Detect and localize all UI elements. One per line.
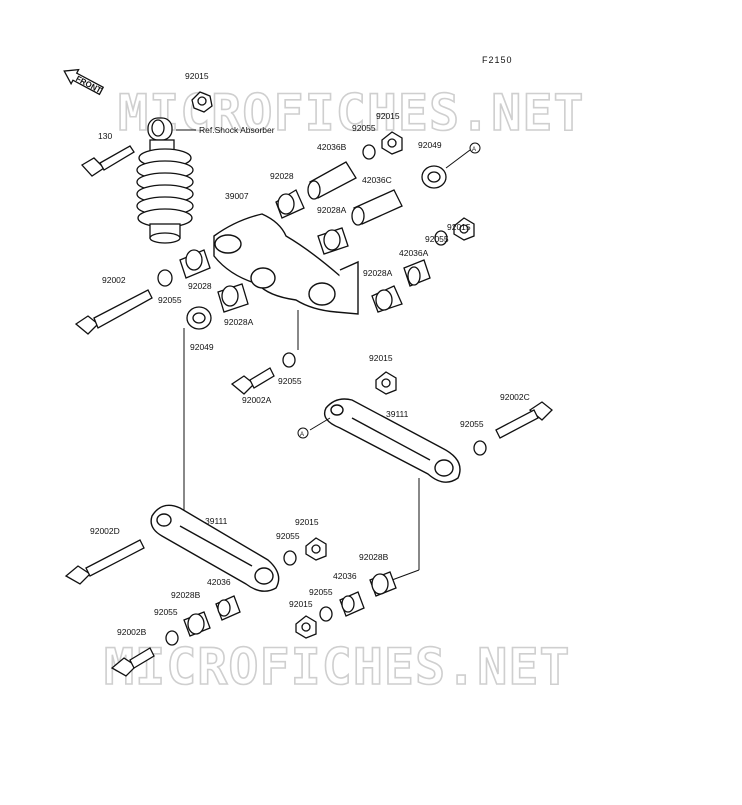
washer-92055-rr xyxy=(473,440,487,456)
bolt-92002B xyxy=(110,647,155,677)
label-42036C: 42036C xyxy=(362,175,392,185)
label-92049-right: 92049 xyxy=(418,140,442,150)
collar-92028B-left xyxy=(183,611,211,637)
washer-92055-top xyxy=(362,144,376,160)
label-92055-rr: 92055 xyxy=(460,419,484,429)
collar-92028B-right xyxy=(369,571,397,597)
label-92002C: 92002C xyxy=(500,392,530,402)
bolt-92002C xyxy=(495,401,553,439)
callout-a-top-label: A xyxy=(472,147,476,153)
label-92015-tr: 92015 xyxy=(376,111,400,121)
callout-a-mid-label: A xyxy=(300,432,304,438)
label-92028A-r: 92028A xyxy=(363,268,393,278)
sleeve-42036C xyxy=(351,189,403,226)
watermark-top: MICROFICHES.NET xyxy=(118,84,585,142)
label-92002D: 92002D xyxy=(90,526,120,536)
label-39111-left: 39111 xyxy=(205,516,228,526)
bolt-92002 xyxy=(74,289,153,335)
label-92015-b: 92015 xyxy=(289,599,313,609)
collar-92028A-mid xyxy=(317,227,349,255)
label-92028B-right: 92028B xyxy=(359,552,389,562)
label-92028B-left: 92028B xyxy=(171,590,201,600)
sleeve-42036-b xyxy=(339,591,365,617)
label-92055-b: 92055 xyxy=(309,587,333,597)
nut-92015-mid xyxy=(375,371,397,395)
part-labels: 92015 130 92002 92055 92028 92049 92028A… xyxy=(90,71,530,637)
bolt-92002D xyxy=(64,539,145,585)
label-92015-lower: 92015 xyxy=(295,517,319,527)
label-92015-mid: 92015 xyxy=(369,353,393,363)
label-92055-top: 92055 xyxy=(352,123,376,133)
label-39007: 39007 xyxy=(225,191,249,201)
washer-92055-bl xyxy=(165,630,179,646)
nut-92015-b xyxy=(295,615,317,639)
collar-92028A-left xyxy=(217,283,249,313)
bolt-92002A xyxy=(230,367,275,395)
shock-absorber xyxy=(136,117,194,244)
label-39111-right: 39111 xyxy=(386,409,409,419)
label-92055-left: 92055 xyxy=(158,295,182,305)
label-92015-r: 92015 xyxy=(447,222,471,232)
callout-a-top xyxy=(469,142,481,154)
ref-shock-absorber-note: Ref.Shock Absorber xyxy=(199,125,275,135)
sleeve-42036B xyxy=(307,161,357,200)
label-92002: 92002 xyxy=(102,275,126,285)
label-92028-left: 92028 xyxy=(188,281,212,291)
label-42036-b: 42036 xyxy=(333,571,357,581)
label-92028A-left: 92028A xyxy=(224,317,254,327)
label-92028A-mid: 92028A xyxy=(317,205,347,215)
bushing-92049-right xyxy=(421,165,447,189)
washer-92055-mid xyxy=(282,352,296,368)
label-92055-mid: 92055 xyxy=(278,376,302,386)
bolt-130 xyxy=(80,145,135,177)
sleeve-42036 xyxy=(215,595,241,621)
nut-92015-top xyxy=(191,91,213,113)
tie-rod-39111-left xyxy=(150,504,280,592)
washer-92055-lower xyxy=(283,550,297,566)
front-label: FRONT xyxy=(74,74,103,95)
nut-92015-tr xyxy=(381,131,403,155)
washer-92055-b xyxy=(319,606,333,622)
collar-92028-left xyxy=(179,249,211,279)
tie-rod-39111-right xyxy=(323,398,461,483)
figure-code: F2150 xyxy=(482,55,513,65)
label-92055-lower: 92055 xyxy=(276,531,300,541)
nut-92015-r xyxy=(453,217,475,241)
callout-a-mid xyxy=(297,427,309,439)
watermark-bottom: MICROFICHES.NET xyxy=(104,638,571,696)
label-92028-mid: 92028 xyxy=(270,171,294,181)
sleeve-42036A xyxy=(403,259,431,287)
label-92055-bl: 92055 xyxy=(154,607,178,617)
washer-92055-left xyxy=(157,269,173,287)
label-42036: 42036 xyxy=(207,577,231,587)
rocker-arm-39007 xyxy=(213,213,359,315)
label-92055-r: 92055 xyxy=(425,234,449,244)
collar-92028-mid xyxy=(275,189,305,219)
label-92002A: 92002A xyxy=(242,395,272,405)
bushing-92049-left xyxy=(186,306,212,330)
nut-92015-lower xyxy=(305,537,327,561)
label-130: 130 xyxy=(98,131,112,141)
collar-92028A-r xyxy=(371,285,403,313)
label-42036B: 42036B xyxy=(317,142,347,152)
label-92002B: 92002B xyxy=(117,627,147,637)
label-92015-top: 92015 xyxy=(185,71,209,81)
front-arrow-icon: FRONT xyxy=(63,68,105,96)
label-92049-left: 92049 xyxy=(190,342,214,352)
washer-92055-r xyxy=(434,230,448,246)
label-42036A: 42036A xyxy=(399,248,429,258)
